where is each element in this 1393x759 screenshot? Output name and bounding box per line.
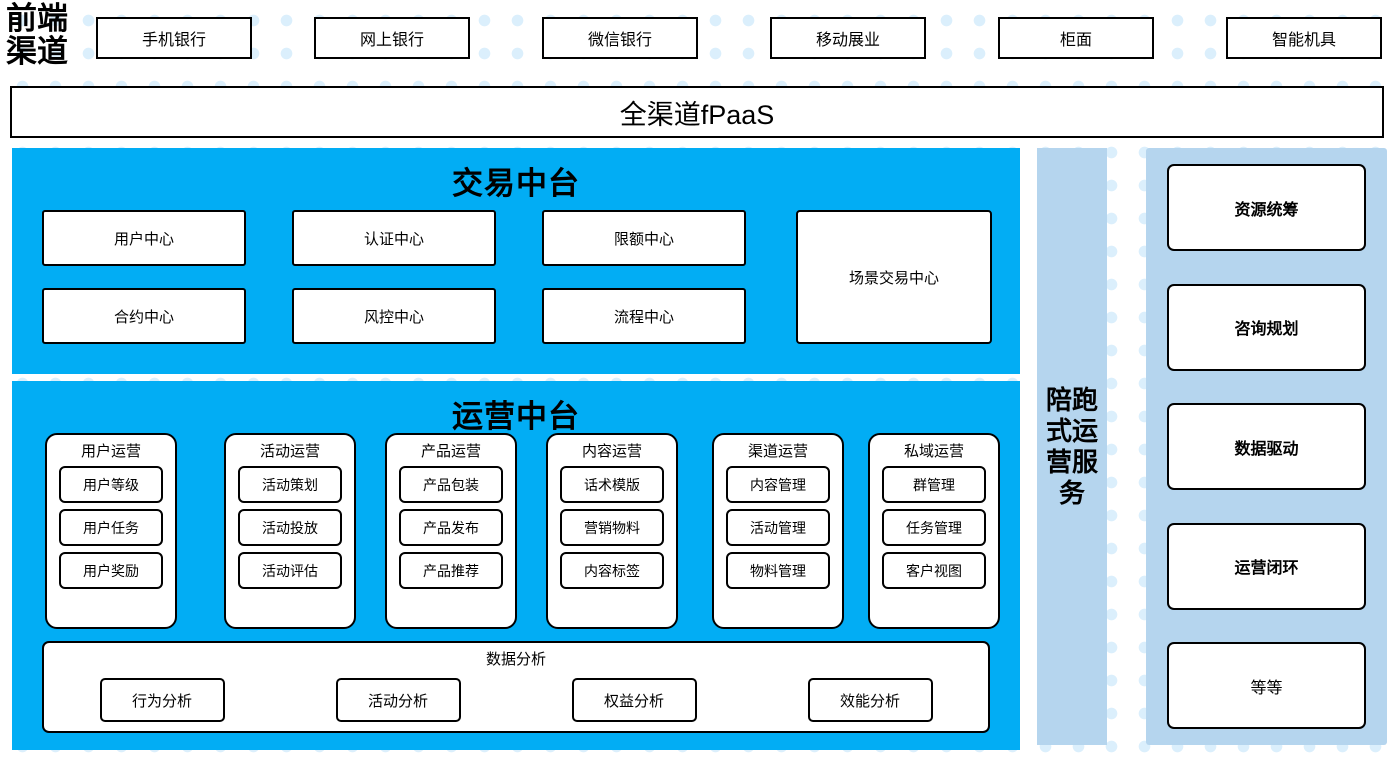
data-analysis-item-behavior[interactable]: 行为分析 — [99, 678, 225, 722]
trade-cell-auth-center[interactable]: 认证中心 — [292, 210, 496, 266]
trade-cell-contract-center[interactable]: 合约中心 — [42, 288, 246, 344]
ops-item[interactable]: 活动策划 — [238, 466, 342, 503]
trade-cell-process-center[interactable]: 流程中心 — [542, 288, 746, 344]
service-capability-data-driven[interactable]: 数据驱动 — [1167, 403, 1366, 490]
channel-box-label: 移动展业 — [815, 32, 880, 49]
omnichannel-fpaas-banner[interactable]: 全渠道fPaaS — [10, 86, 1384, 138]
ops-item[interactable]: 群管理 — [882, 466, 986, 503]
ops-item[interactable]: 产品发布 — [399, 509, 503, 546]
trade-cell-scene-transaction-center[interactable]: 场景交易中心 — [796, 210, 992, 344]
data-analysis-title: 数据分析 — [485, 651, 546, 668]
trade-cell-label: 场景交易中心 — [848, 269, 939, 287]
ops-column-title: 活动运营 — [259, 443, 320, 460]
front-channel-label: 前端渠道 — [6, 1, 68, 69]
ops-item[interactable]: 用户奖励 — [59, 552, 163, 589]
channel-box-smart-machine[interactable]: 智能机具 — [1226, 17, 1382, 59]
channel-box-mobile-bank[interactable]: 手机银行 — [96, 17, 252, 59]
ops-column-private-domain-operations[interactable]: 私域运营 群管理 任务管理 客户视图 — [868, 433, 1000, 629]
channel-box-counter[interactable]: 柜面 — [998, 17, 1154, 59]
channel-box-label: 智能机具 — [1271, 32, 1336, 49]
ops-item[interactable]: 用户任务 — [59, 509, 163, 546]
ops-item[interactable]: 活动评估 — [238, 552, 342, 589]
trade-platform-title: 交易中台 — [452, 166, 580, 201]
ops-item[interactable]: 客户视图 — [882, 552, 986, 589]
omnichannel-fpaas-label: 全渠道fPaaS — [619, 99, 775, 130]
ops-column-title: 渠道运营 — [747, 443, 808, 460]
trade-cell-label: 合约中心 — [113, 308, 174, 326]
ops-item[interactable]: 内容标签 — [560, 552, 664, 589]
data-analysis-item-benefit[interactable]: 权益分析 — [571, 678, 697, 722]
ops-column-content-operations[interactable]: 内容运营 话术模版 营销物料 内容标签 — [546, 433, 678, 629]
ops-item[interactable]: 物料管理 — [726, 552, 830, 589]
ops-item[interactable]: 用户等级 — [59, 466, 163, 503]
ops-item[interactable]: 活动管理 — [726, 509, 830, 546]
channel-box-wechat-bank[interactable]: 微信银行 — [542, 17, 698, 59]
ops-item[interactable]: 内容管理 — [726, 466, 830, 503]
channel-box-label: 手机银行 — [141, 32, 206, 49]
trade-cell-label: 用户中心 — [113, 230, 174, 248]
channel-box-label: 微信银行 — [587, 32, 652, 49]
data-analysis-row: 行为分析 活动分析 权益分析 效能分析 — [44, 677, 988, 723]
trade-platform-grid: 用户中心 认证中心 限额中心 合约中心 风控中心 流程中心 场景交易中心 — [12, 210, 1020, 366]
trade-cell-limit-center[interactable]: 限额中心 — [542, 210, 746, 266]
trade-cell-label: 流程中心 — [613, 308, 674, 326]
front-channel-row: 前端渠道 手机银行 网上银行 微信银行 移动展业 柜面 智能机具 — [0, 0, 1393, 76]
operations-platform-title: 运营中台 — [452, 399, 580, 434]
channel-box-mobile-business[interactable]: 移动展业 — [770, 17, 926, 59]
ops-column-channel-operations[interactable]: 渠道运营 内容管理 活动管理 物料管理 — [712, 433, 844, 629]
ops-column-title: 用户运营 — [80, 443, 141, 460]
ops-item[interactable]: 产品包装 — [399, 466, 503, 503]
channel-box-label: 柜面 — [1059, 32, 1092, 49]
service-capability-panel: 资源统筹 咨询规划 数据驱动 运营闭环 等等 — [1146, 148, 1387, 745]
ops-item[interactable]: 营销物料 — [560, 509, 664, 546]
accompanying-operation-service-column: 陪跑式运营服务 — [1037, 148, 1107, 745]
trade-cell-label: 风控中心 — [363, 308, 424, 326]
data-analysis-item-efficiency[interactable]: 效能分析 — [807, 678, 933, 722]
ops-item[interactable]: 任务管理 — [882, 509, 986, 546]
service-capability-consulting-planning[interactable]: 咨询规划 — [1167, 283, 1366, 371]
accompanying-operation-service-label: 陪跑式运营服务 — [1045, 384, 1098, 508]
ops-column-title: 内容运营 — [581, 443, 642, 460]
ops-column-product-operations[interactable]: 产品运营 产品包装 产品发布 产品推荐 — [385, 433, 517, 629]
trade-cell-label: 限额中心 — [613, 230, 674, 248]
ops-item[interactable]: 产品推荐 — [399, 552, 503, 589]
trade-cell-label: 认证中心 — [363, 230, 424, 248]
trade-cell-risk-center[interactable]: 风控中心 — [292, 288, 496, 344]
ops-item[interactable]: 话术模版 — [560, 466, 664, 503]
service-capability-operation-closed-loop[interactable]: 运营闭环 — [1167, 522, 1366, 610]
service-capability-resource-coordination[interactable]: 资源统筹 — [1167, 164, 1366, 251]
data-analysis-item-campaign[interactable]: 活动分析 — [335, 678, 461, 722]
operations-platform: 运营中台 用户运营 用户等级 用户任务 用户奖励 活动运营 活动策划 活动投放 … — [12, 381, 1020, 750]
trade-platform: 交易中台 用户中心 认证中心 限额中心 合约中心 风控中心 流程中心 场景交易中… — [12, 148, 1020, 374]
channel-box-label: 网上银行 — [359, 32, 424, 49]
platform-stack: 交易中台 用户中心 认证中心 限额中心 合约中心 风控中心 流程中心 场景交易中… — [12, 148, 1020, 750]
ops-column-user-operations[interactable]: 用户运营 用户等级 用户任务 用户奖励 — [45, 433, 177, 629]
trade-cell-user-center[interactable]: 用户中心 — [42, 210, 246, 266]
ops-column-campaign-operations[interactable]: 活动运营 活动策划 活动投放 活动评估 — [224, 433, 356, 629]
service-capability-etc[interactable]: 等等 — [1167, 642, 1366, 729]
ops-item[interactable]: 活动投放 — [238, 509, 342, 546]
ops-column-title: 产品运营 — [420, 443, 481, 460]
operations-columns: 用户运营 用户等级 用户任务 用户奖励 活动运营 活动策划 活动投放 活动评估 … — [12, 433, 1020, 633]
channel-box-online-bank[interactable]: 网上银行 — [314, 17, 470, 59]
ops-column-title: 私域运营 — [903, 443, 964, 460]
data-analysis-panel: 数据分析 行为分析 活动分析 权益分析 效能分析 — [42, 641, 990, 733]
